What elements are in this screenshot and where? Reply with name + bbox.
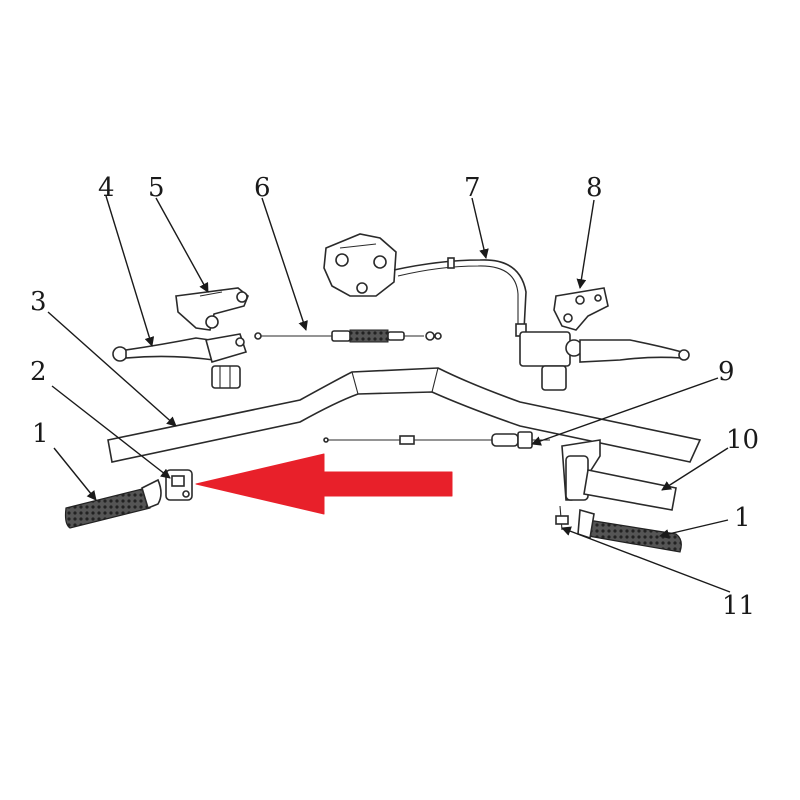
switch-wire: [555, 505, 569, 531]
red-pointer-arrow: [195, 453, 453, 515]
callout-10: 10: [726, 425, 759, 455]
callout-3: 3: [30, 287, 47, 317]
right-lever-cover: [553, 287, 609, 331]
clutch-cable: [254, 329, 442, 343]
handlebar: [107, 367, 702, 463]
callout-6: 6: [254, 173, 271, 203]
callout-4: 4: [98, 173, 115, 203]
switch-housing: [165, 469, 193, 501]
callout-2: 2: [30, 357, 47, 387]
callout-1-right: 1: [734, 503, 751, 533]
throttle-cable: [323, 431, 550, 449]
leader-lines: [47, 195, 731, 593]
left-grip: [64, 478, 162, 529]
callout-8: 8: [586, 173, 603, 203]
left-lever-cover: [175, 287, 249, 331]
callout-7: 7: [464, 173, 481, 203]
right-grip: [577, 508, 682, 553]
right-master-cylinder-lever: [519, 331, 690, 391]
callout-11: 11: [722, 591, 755, 621]
callout-9: 9: [718, 357, 735, 387]
callout-1-left: 1: [32, 419, 49, 449]
callout-5: 5: [148, 173, 165, 203]
callout-labels: 1 2 3 4 5 6 7 8 9 10 1 11: [30, 173, 759, 621]
brake-caliper-and-hose: [323, 233, 527, 337]
left-lever-assembly: [112, 333, 248, 389]
throttle-housing: [561, 439, 677, 511]
